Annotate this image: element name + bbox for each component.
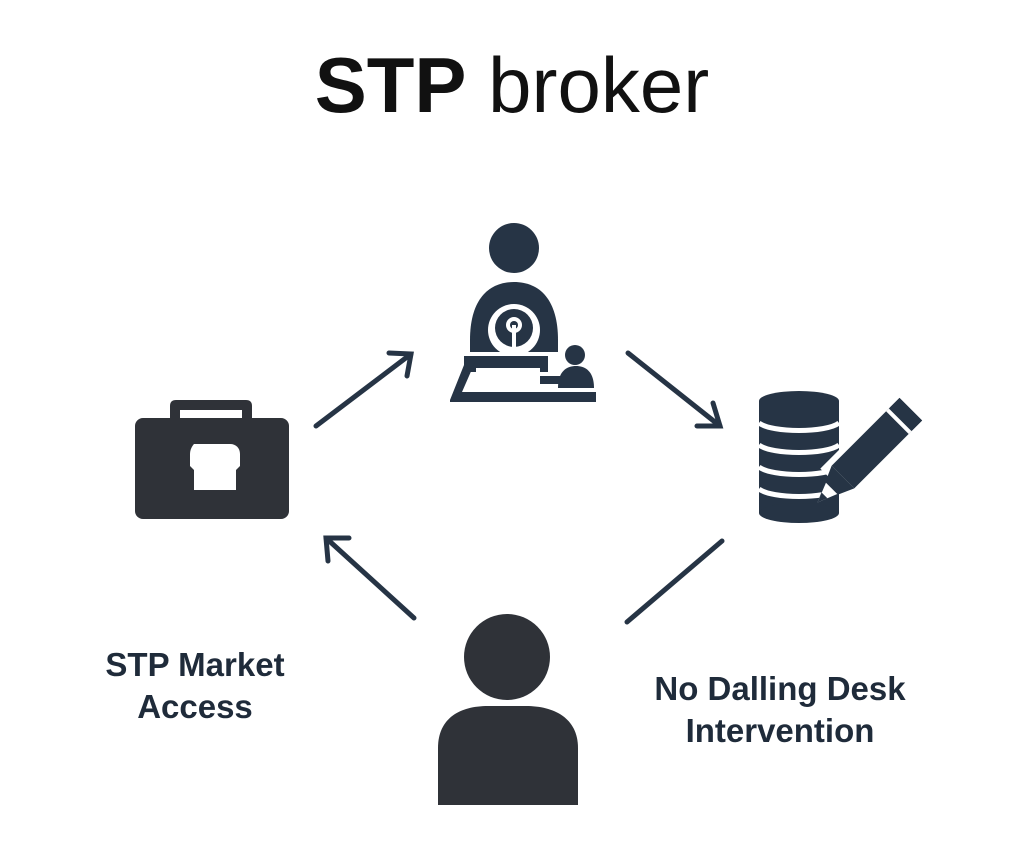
diagram-title: STP broker xyxy=(0,40,1024,130)
title-bold: STP xyxy=(314,41,467,129)
label-right-line2: Intervention xyxy=(685,712,875,749)
user-icon xyxy=(438,614,578,805)
arrow-top-to-right xyxy=(625,350,724,429)
line-right-to-bottom xyxy=(624,538,725,625)
arrow-bottom-to-left xyxy=(323,535,417,621)
title-light: broker xyxy=(488,41,710,129)
database-pencil-icon xyxy=(757,390,930,523)
label-left-line2: Access xyxy=(137,688,253,725)
label-stp-market-access: STP Market Access xyxy=(60,644,330,728)
label-left-line1: STP Market xyxy=(105,646,285,683)
label-no-dealing-desk: No Dalling Desk Intervention xyxy=(610,668,950,752)
briefcase-icon xyxy=(135,400,289,519)
label-right-line1: No Dalling Desk xyxy=(654,670,906,707)
trader-workstation-icon xyxy=(450,223,596,402)
arrow-left-to-top xyxy=(313,350,414,429)
